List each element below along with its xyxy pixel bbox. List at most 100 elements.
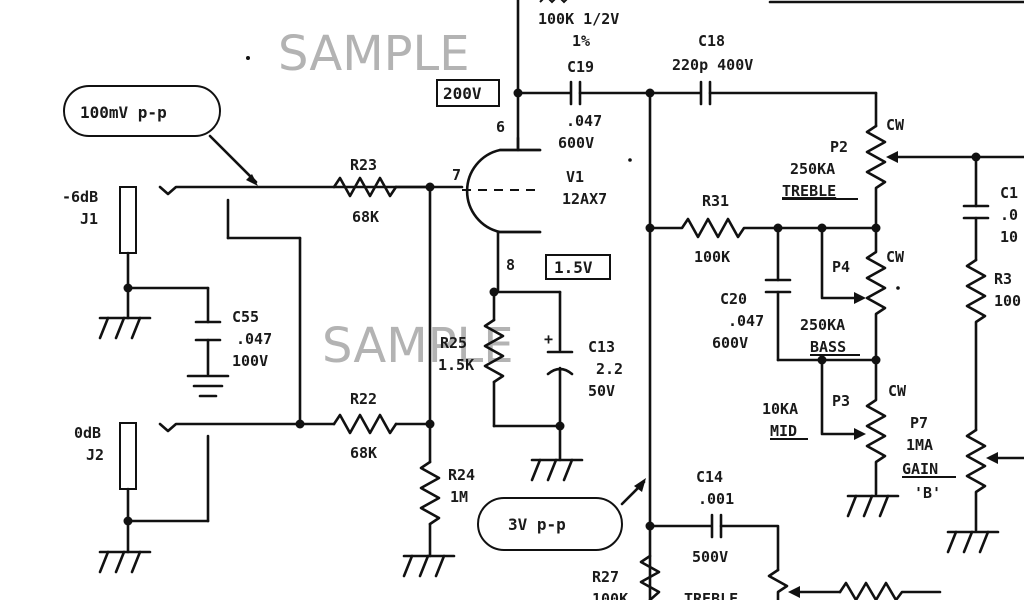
j1-label: J1: [80, 210, 98, 228]
chassis-ground-c55: [186, 374, 230, 398]
p4-cw-label: CW: [886, 248, 905, 266]
c18-label: C18: [698, 32, 725, 50]
junction-j2-tie: [295, 419, 305, 429]
p4-wiper-arrow: [854, 292, 866, 304]
p2-cw-label: CW: [886, 116, 905, 134]
ground-symbol-p7: [946, 530, 1000, 554]
p7-wiper-arrow: [986, 452, 998, 464]
plate-voltage-box: [436, 79, 500, 107]
bottom-treble-label: TREBLE: [684, 590, 738, 600]
p3-wiper-arrow: [854, 428, 866, 440]
output-level-bubble: [477, 497, 623, 551]
plate-resistor-stub: [539, 0, 568, 4]
ground-symbol-j2: [98, 550, 152, 574]
j1-tip-wire: [158, 185, 432, 196]
p4-label: P4: [832, 258, 850, 276]
j2-level-label: 0dB: [74, 424, 101, 442]
p7-value: 1MA: [906, 436, 933, 454]
ground-symbol-cathode: [530, 458, 584, 482]
input-level-bubble: [63, 85, 221, 137]
r22-resistor: [332, 413, 398, 435]
p7-gain-pot: [965, 428, 987, 532]
p3-label: P3: [832, 392, 850, 410]
c14-value: .001: [698, 490, 734, 508]
r23-label: R23: [350, 156, 377, 174]
c20-value: .047: [728, 312, 764, 330]
c13-label: C13: [588, 338, 615, 356]
r24-label: R24: [448, 466, 475, 484]
c19-voltage: 600V: [558, 134, 594, 152]
r3x-label: R3: [994, 270, 1012, 288]
r24-value: 1M: [450, 488, 468, 506]
p3-mid-pot: [865, 358, 887, 496]
jack-j2-body: [119, 422, 137, 490]
p3-wiper-wire: [820, 358, 864, 436]
plate-resistor-value: 100K 1/2V: [538, 10, 619, 28]
p3-value: 10KA: [762, 400, 798, 418]
input-arrow-head: [246, 174, 258, 186]
jack-j1-body: [119, 186, 137, 254]
r27-resistor: [639, 554, 661, 600]
c1x-value: .0: [1000, 206, 1018, 224]
plate-voltage-label: 200V: [443, 84, 482, 103]
speck: [628, 158, 632, 162]
r24-resistor: [419, 460, 441, 526]
c20-label: C20: [720, 290, 747, 308]
p2-name: TREBLE: [782, 182, 836, 200]
c55-value: .047: [236, 330, 272, 348]
plate-resistor-tolerance: 1%: [572, 32, 590, 50]
pin-8-label: 8: [506, 256, 515, 274]
speck-3: [246, 56, 250, 60]
p7-channel: 'B': [914, 484, 941, 502]
r25-resistor: [483, 318, 505, 384]
p2-value: 250KA: [790, 160, 835, 178]
c14-label: C14: [696, 468, 723, 486]
cathode-voltage-label: 1.5V: [554, 258, 593, 277]
c18-value: 220p 400V: [672, 56, 753, 74]
r3x-value: 100: [994, 292, 1021, 310]
bottom-resistor: [838, 581, 942, 600]
bottom-wiper-arrow: [788, 586, 800, 598]
p2-treble-pot: [865, 124, 887, 230]
p7-name: GAIN: [902, 460, 938, 478]
c55-label: C55: [232, 308, 259, 326]
j2-label: J2: [86, 446, 104, 464]
r31-resistor: [648, 217, 878, 239]
p3-cw-label: CW: [888, 382, 907, 400]
bottom-treble-pot: [767, 568, 789, 600]
r25-value: 1.5K: [438, 356, 474, 374]
r23-value: 68K: [352, 208, 379, 226]
ground-symbol-j1: [98, 316, 152, 340]
pin-7-label: 7: [452, 166, 461, 184]
p3-name: MID: [770, 422, 797, 440]
r3x-resistor: [965, 258, 987, 432]
r27-value: 100K: [592, 590, 628, 600]
tube-v1-label: V1: [566, 168, 584, 186]
r25-label: R25: [440, 334, 467, 352]
r31-value: 100K: [694, 248, 730, 266]
r27-label: R27: [592, 568, 619, 586]
input-level-label: 100mV p-p: [80, 103, 167, 122]
output-arrow-head: [634, 478, 646, 492]
j1-level-label: -6dB: [62, 188, 98, 206]
junction-r22: [425, 419, 435, 429]
junction-plate: [513, 88, 523, 98]
c13-polarity: +: [544, 330, 553, 348]
c1x-voltage: 10: [1000, 228, 1018, 246]
r23-resistor: [332, 176, 398, 198]
watermark-middle: SAMPLE: [322, 318, 514, 374]
c14-wire-right: [719, 524, 780, 572]
tube-v1-type: 12AX7: [562, 190, 607, 208]
ground-symbol-r24: [402, 554, 456, 578]
speck-2: [896, 286, 900, 290]
c19-value: .047: [566, 112, 602, 130]
p4-value: 250KA: [800, 316, 845, 334]
c14-voltage: 500V: [692, 548, 728, 566]
c55-voltage: 100V: [232, 352, 268, 370]
r22-label: R22: [350, 390, 377, 408]
c20-voltage: 600V: [712, 334, 748, 352]
c13-value: 2.2: [596, 360, 623, 378]
r22-value: 68K: [350, 444, 377, 462]
